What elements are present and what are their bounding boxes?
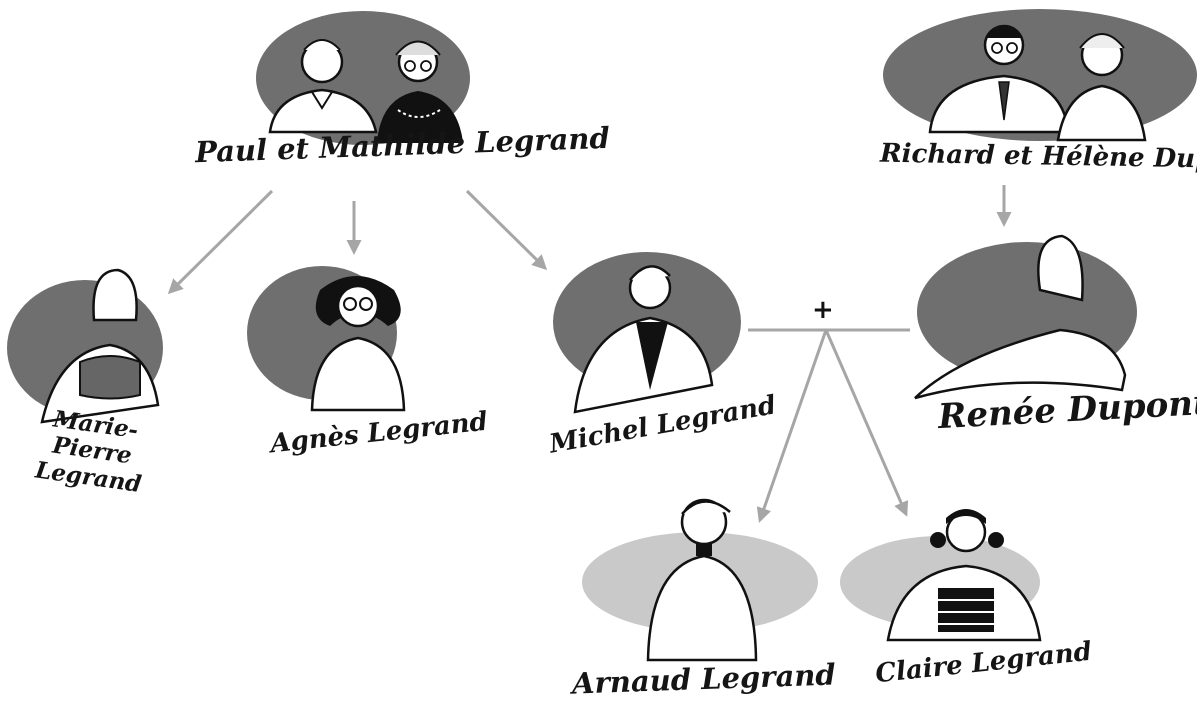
arrow-to-claire [824,329,909,517]
agnes-portrait [247,266,406,412]
renee-portrait [914,234,1137,400]
michel-portrait [553,252,741,414]
arrow-to-arnaud [756,329,828,523]
arnaud-portrait [582,498,818,662]
grandparents-dupont-portrait [883,9,1197,142]
claire-portrait [840,509,1042,642]
marie-pierre-portrait [7,268,163,424]
arrow-to-marie-pierre [167,189,274,295]
grandparents-legrand-portrait [256,11,470,145]
arrow-to-michel [465,189,548,271]
union-plus-sign: + [812,295,834,325]
